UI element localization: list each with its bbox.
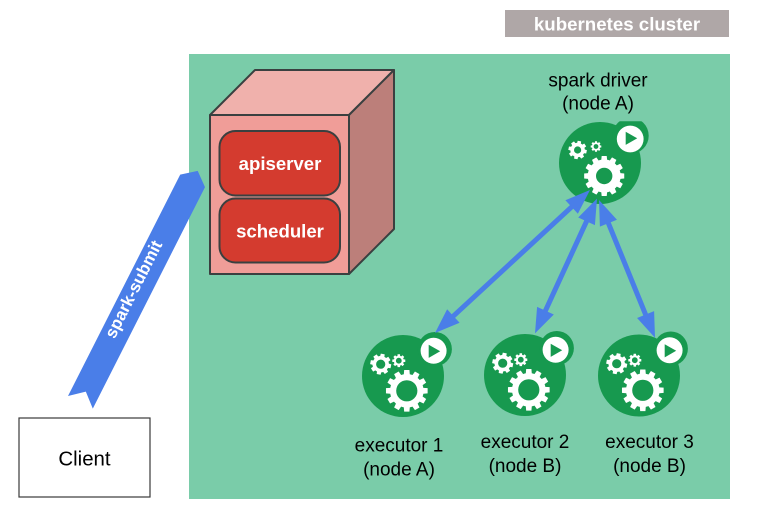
svg-text:executor 1: executor 1	[355, 436, 444, 457]
svg-text:(node B): (node B)	[613, 456, 686, 477]
svg-text:scheduler: scheduler	[236, 221, 324, 242]
svg-text:(node A): (node A)	[363, 460, 435, 481]
svg-text:(node B): (node B)	[489, 456, 562, 477]
svg-text:spark driver: spark driver	[548, 71, 648, 92]
svg-text:apiserver: apiserver	[239, 153, 322, 174]
svg-text:executor 2: executor 2	[481, 432, 570, 453]
svg-text:kubernetes cluster: kubernetes cluster	[534, 14, 700, 35]
svg-text:(node A): (node A)	[562, 94, 634, 115]
svg-text:Client: Client	[58, 449, 110, 471]
svg-text:executor 3: executor 3	[605, 432, 694, 453]
